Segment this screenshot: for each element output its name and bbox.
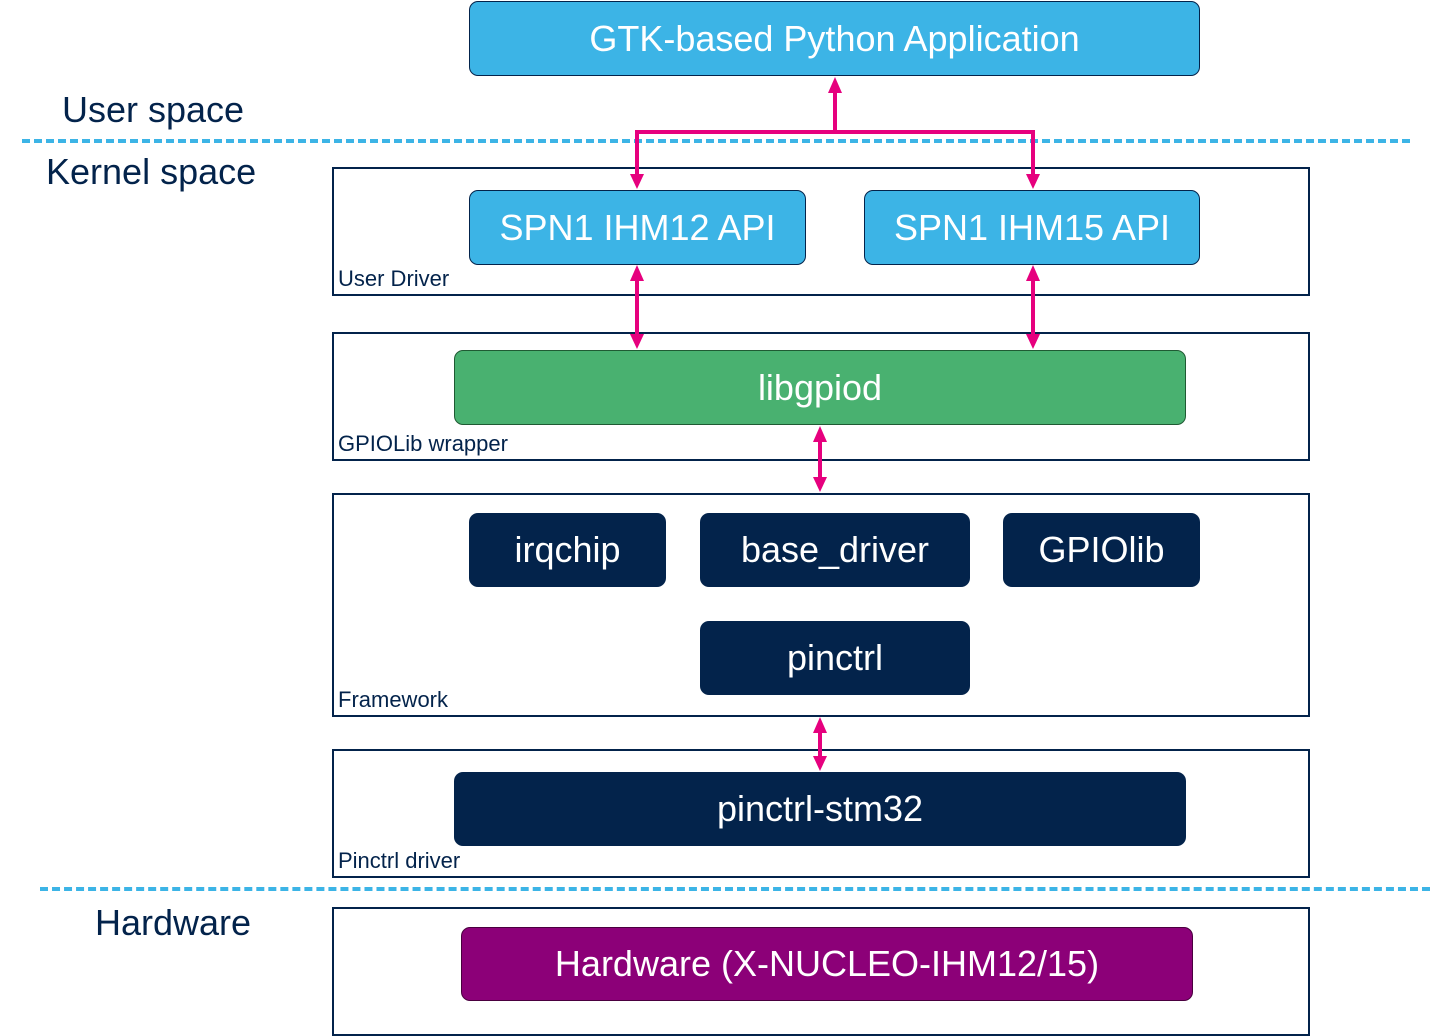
arrowhead-framework-up — [813, 717, 827, 733]
user-kernel-divider — [22, 139, 1410, 143]
python-application-label: GTK-based Python Application — [589, 17, 1080, 59]
spn1-ihm12-api-block[interactable]: SPN1 IHM12 API — [469, 190, 806, 265]
pinctrl-stm32-label: pinctrl-stm32 — [716, 788, 924, 829]
arrowhead-app-up — [828, 77, 842, 93]
spn1-ihm12-api-label: SPN1 IHM12 API — [499, 206, 776, 248]
user-driver-layer-label: User Driver — [338, 266, 450, 291]
gpiolib-block[interactable]: GPIOlib — [1003, 513, 1200, 587]
python-application-block[interactable]: GTK-based Python Application — [469, 1, 1200, 76]
hardware-space-label: Hardware — [95, 902, 252, 943]
pinctrl-stm32-block[interactable]: pinctrl-stm32 — [454, 772, 1186, 846]
kernel-space-label: Kernel space — [46, 151, 257, 192]
hardware-block-label: Hardware (X-NUCLEO-IHM12/15) — [554, 943, 1100, 984]
irqchip-label: irqchip — [514, 529, 621, 570]
base-driver-label: base_driver — [740, 529, 930, 570]
kernel-hardware-divider — [40, 887, 1430, 891]
spn1-ihm15-api-label: SPN1 IHM15 API — [893, 206, 1171, 248]
libgpiod-block[interactable]: libgpiod — [454, 350, 1186, 425]
hardware-block[interactable]: Hardware (X-NUCLEO-IHM12/15) — [461, 927, 1193, 1001]
pinctrl-label: pinctrl — [786, 637, 884, 678]
pinctrl-block[interactable]: pinctrl — [700, 621, 970, 695]
user-space-label: User space — [62, 89, 245, 130]
base-driver-block[interactable]: base_driver — [700, 513, 970, 587]
framework-layer-label: Framework — [338, 687, 449, 712]
libgpiod-label: libgpiod — [757, 366, 883, 408]
pinctrl-driver-layer-label: Pinctrl driver — [338, 848, 461, 873]
irqchip-block[interactable]: irqchip — [469, 513, 666, 587]
arrowhead-framework-down — [813, 477, 827, 492]
spn1-ihm15-api-block[interactable]: SPN1 IHM15 API — [864, 190, 1200, 265]
gpiolib-wrapper-layer-label: GPIOLib wrapper — [338, 431, 508, 456]
gpiolib-label: GPIOlib — [1038, 529, 1165, 570]
